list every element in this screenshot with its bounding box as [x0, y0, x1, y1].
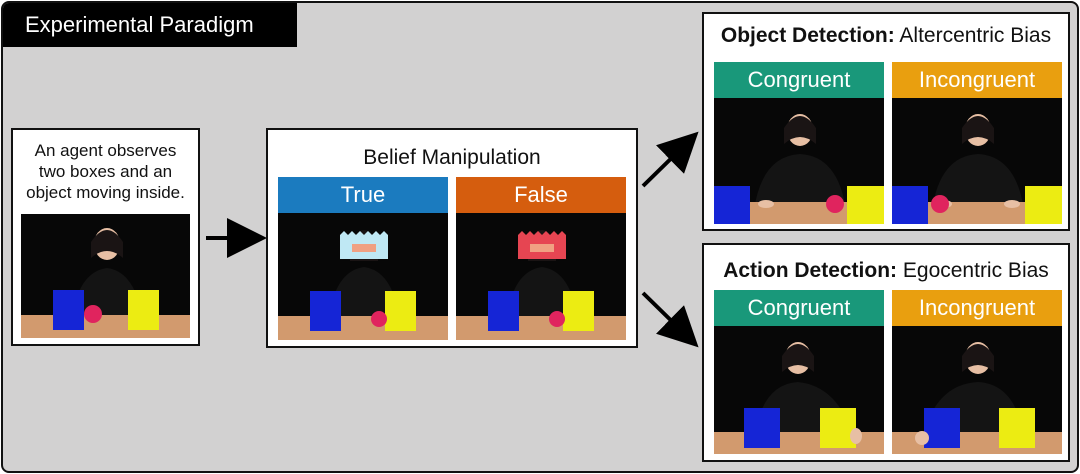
belief-panel: Belief Manipulation True False: [266, 128, 638, 348]
object-congruent-label: Congruent: [714, 62, 884, 98]
action-detection-panel: Action Detection: Egocentric Bias Congru…: [702, 243, 1070, 462]
action-congruent-scene: [714, 326, 884, 454]
arrow-belief-to-action: [641, 291, 699, 348]
intro-description: An agent observes two boxes and an objec…: [19, 140, 192, 203]
intro-line-2: two boxes and an: [38, 162, 173, 181]
true-label: True: [278, 177, 448, 213]
action-detection-title-rest: Egocentric Bias: [897, 259, 1049, 282]
object-detection-title: Object Detection: Altercentric Bias: [704, 24, 1068, 48]
arrows-layer: [206, 131, 699, 348]
object-detection-title-rest: Altercentric Bias: [894, 24, 1052, 47]
action-congruent-label: Congruent: [714, 290, 884, 326]
false-label: False: [456, 177, 626, 213]
arrow-belief-to-object: [641, 131, 699, 188]
object-detection-panel: Object Detection: Altercentric Bias Cong…: [702, 12, 1070, 231]
figure-title: Experimental Paradigm: [3, 3, 297, 47]
intro-line-1: An agent observes: [34, 141, 177, 160]
action-detection-title: Action Detection: Egocentric Bias: [704, 259, 1068, 283]
action-detection-title-bold: Action Detection:: [723, 259, 898, 282]
object-detection-title-bold: Object Detection:: [720, 24, 895, 47]
belief-title: Belief Manipulation: [363, 146, 541, 169]
intro-panel: An agent observes two boxes and an objec…: [11, 128, 200, 346]
false-belief-scene: [456, 213, 626, 340]
object-incongruent-label: Incongruent: [892, 62, 1062, 98]
object-congruent-scene: [714, 98, 884, 224]
object-incongruent-scene: [892, 98, 1062, 224]
action-incongruent-label: Incongruent: [892, 290, 1062, 326]
action-incongruent-scene: [892, 326, 1062, 454]
true-belief-scene: [278, 213, 448, 340]
intro-scene: [21, 214, 190, 338]
intro-line-3: object moving inside.: [26, 183, 185, 202]
